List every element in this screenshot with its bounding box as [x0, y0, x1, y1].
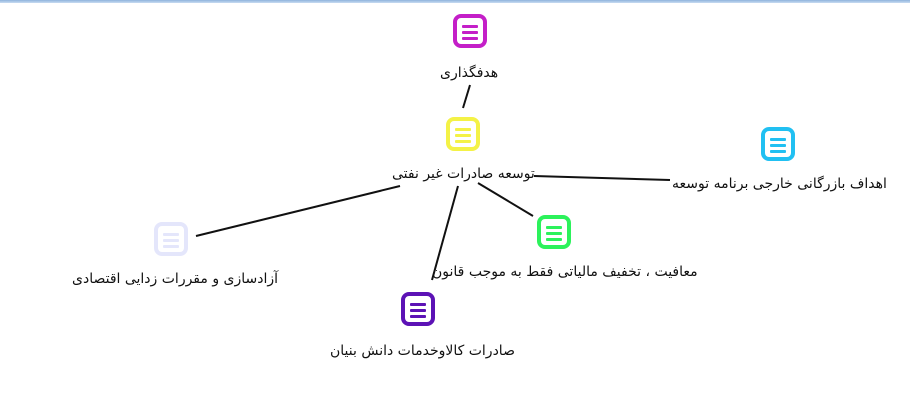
node-liberalization-icon[interactable] [154, 222, 188, 256]
list-icon-bar [455, 140, 471, 143]
list-icon-bar [163, 233, 179, 236]
list-icon-bar [770, 150, 786, 153]
node-knowledge-label[interactable]: صادرات کالاوخدمات دانش بنیان [330, 343, 515, 359]
node-tax-icon[interactable] [537, 215, 571, 249]
list-icon-bar [462, 37, 478, 40]
window-top-border [0, 0, 910, 3]
list-icon-bar [462, 25, 478, 28]
edge-export-tax [477, 182, 534, 217]
node-foreign-trade-icon[interactable] [761, 127, 795, 161]
edge-goal-export [462, 84, 471, 109]
list-icon-bar [546, 226, 562, 229]
node-foreign-trade-label[interactable]: اهداف بازرگانی خارجی برنامه توسعه [672, 176, 887, 192]
list-icon-bar [410, 309, 426, 312]
list-icon-bar [455, 134, 471, 137]
node-knowledge-icon[interactable] [401, 292, 435, 326]
list-icon-bar [410, 303, 426, 306]
edge-export-knowledge [431, 185, 459, 281]
list-icon-bar [163, 245, 179, 248]
list-icon-bar [770, 144, 786, 147]
list-icon-bar [410, 315, 426, 318]
list-icon-bar [163, 239, 179, 242]
node-tax-label[interactable]: معافیت ، تخفیف مالیاتی فقط به موجب قانون [432, 264, 698, 280]
node-export-icon[interactable] [446, 117, 480, 151]
node-liberalization-label[interactable]: آزادسازی و مقررات زدایی اقتصادی [72, 271, 279, 287]
edge-export-foreign-trade [533, 175, 671, 181]
edge-export-liberalization [195, 185, 401, 237]
node-goal-icon[interactable] [453, 14, 487, 48]
node-export-label[interactable]: توسعه صادرات غیر نفتی [392, 166, 535, 182]
list-icon-bar [546, 232, 562, 235]
node-goal-label[interactable]: هدفگذاری [440, 65, 499, 81]
list-icon-bar [462, 31, 478, 34]
list-icon-bar [455, 128, 471, 131]
list-icon-bar [546, 238, 562, 241]
list-icon-bar [770, 138, 786, 141]
